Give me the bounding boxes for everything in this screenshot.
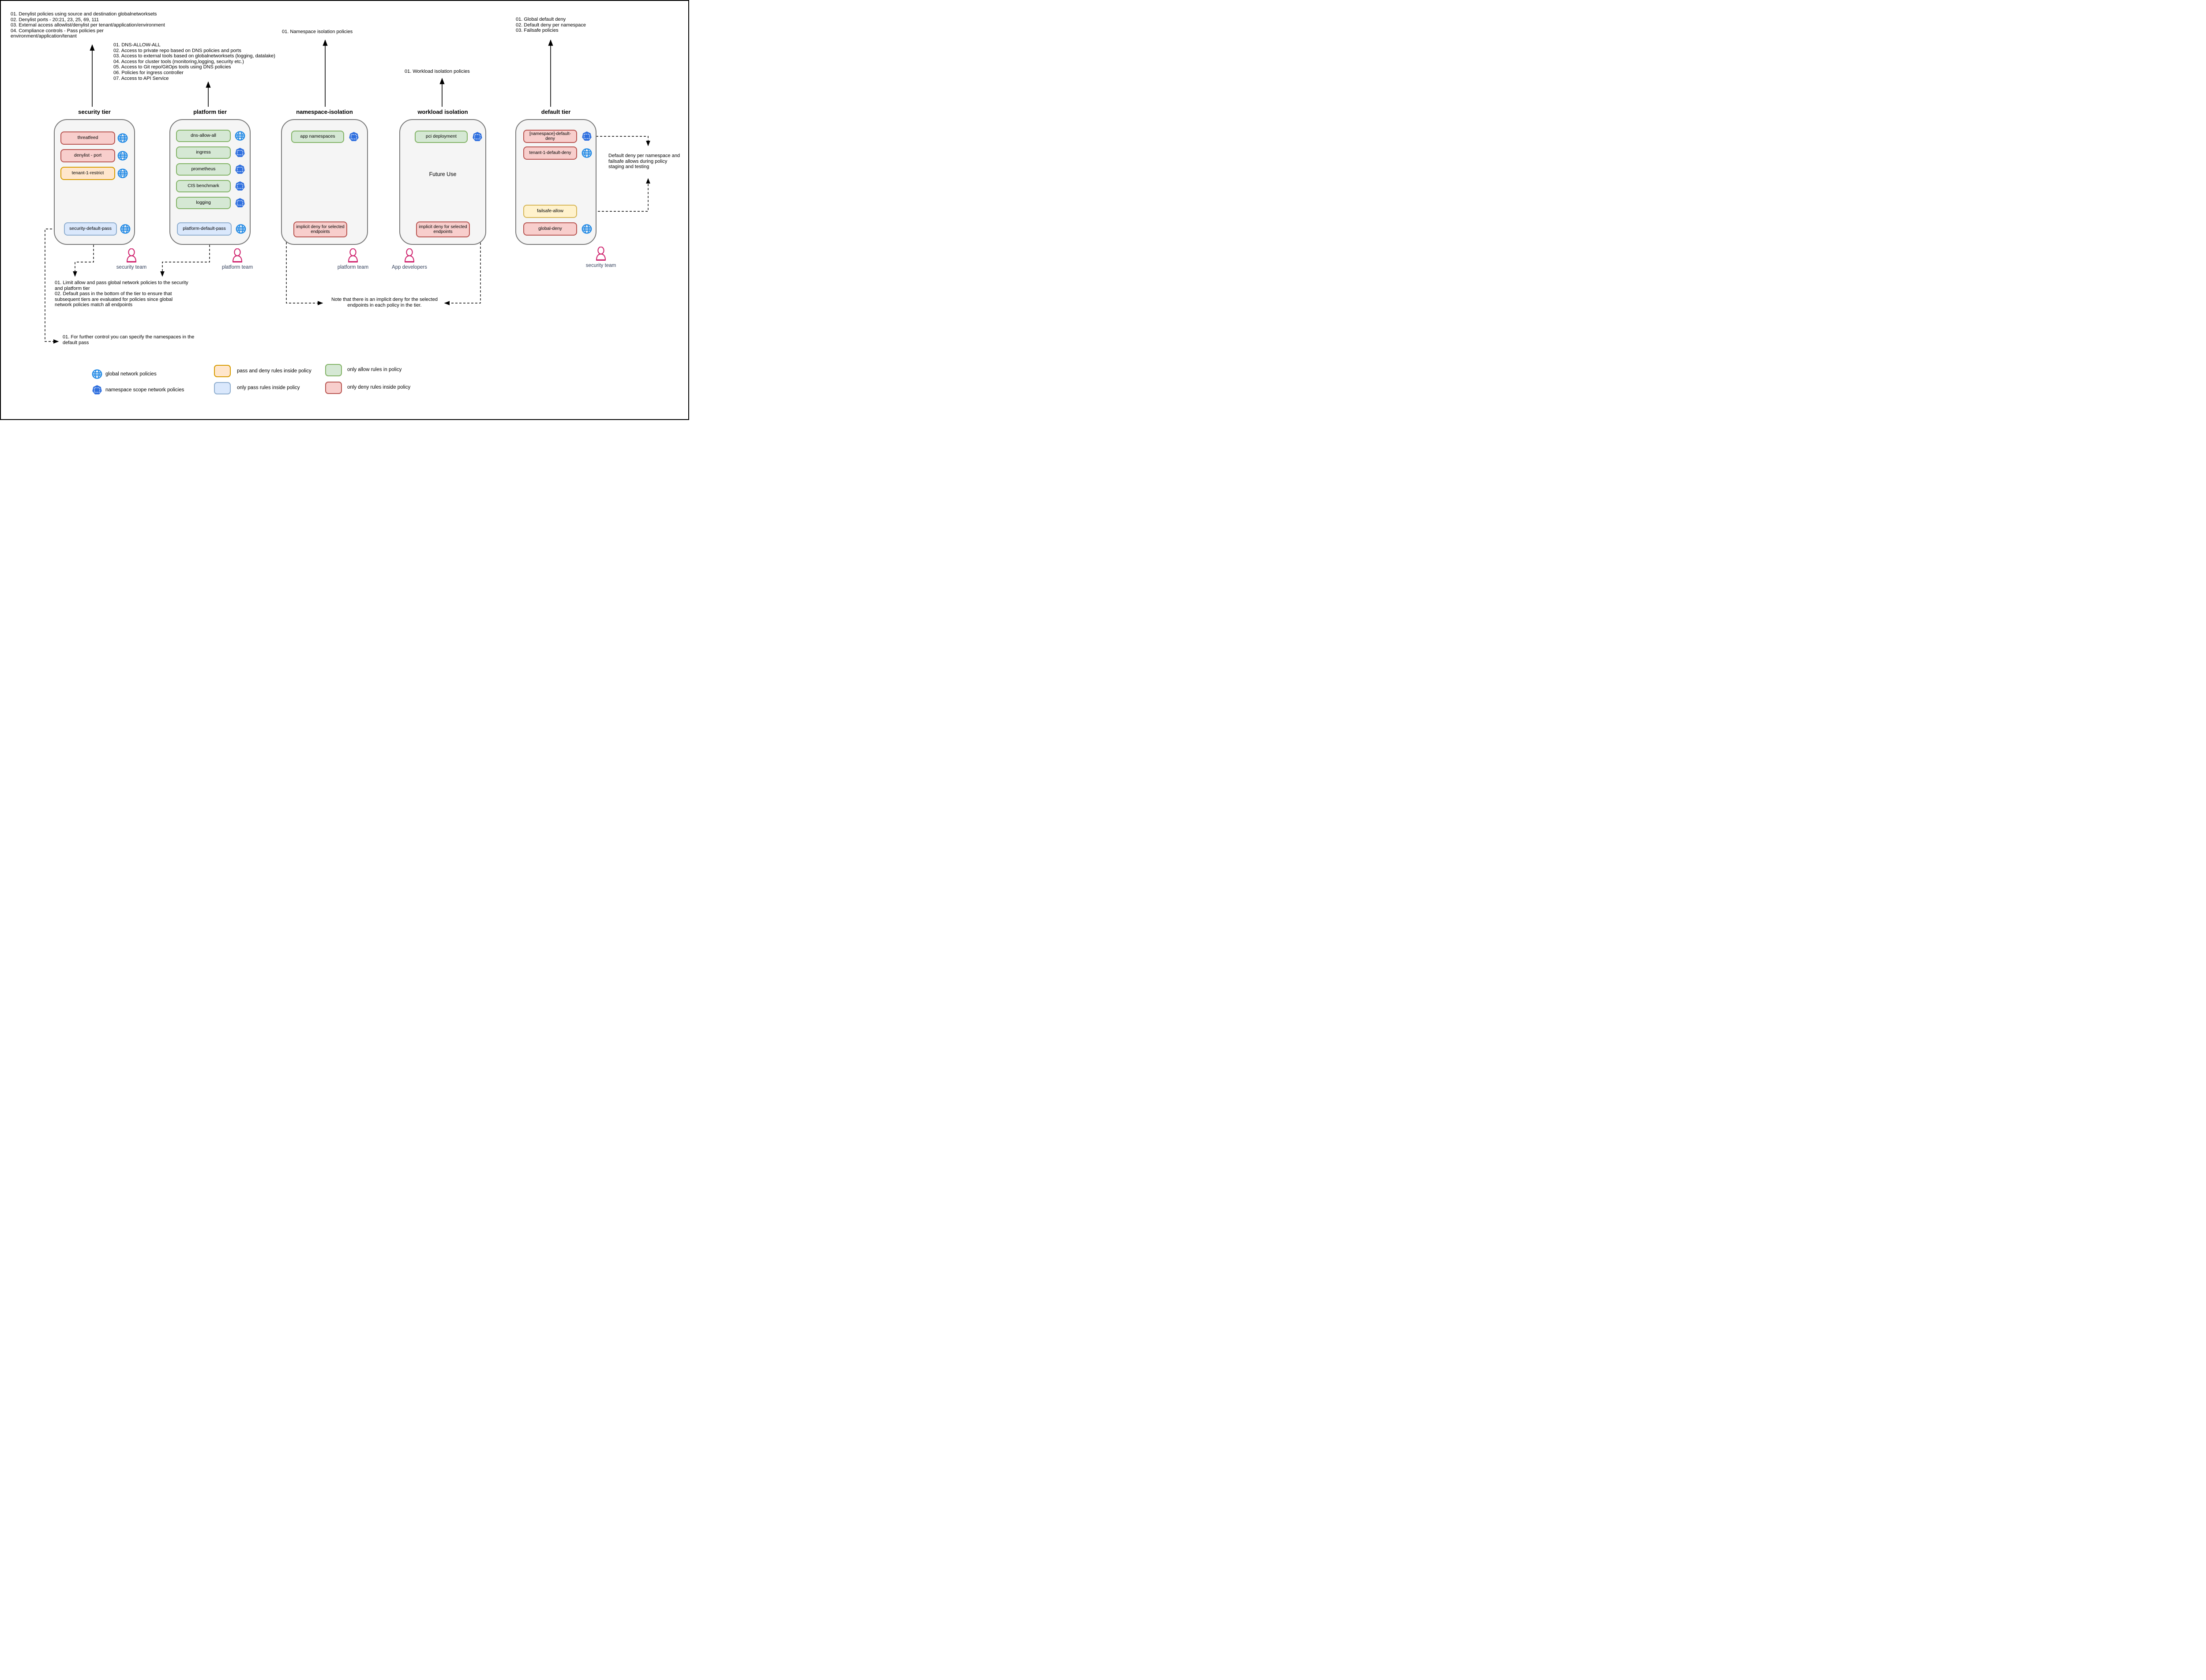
policy-platform-default-pass: platform-default-pass — [177, 222, 232, 236]
person-icon — [347, 248, 359, 262]
globe-icon — [117, 133, 128, 143]
policy-security-default-pass: security-default-pass — [64, 222, 117, 236]
policy-tenant-1-default-deny: tenant-1-default-deny — [523, 146, 577, 160]
globe-icon — [236, 224, 246, 234]
policy-global-deny: global-deny — [523, 222, 577, 236]
policy-implicit-deny-workload: implicit deny for selected endpoints — [416, 221, 470, 237]
person-icon — [232, 248, 243, 262]
policy-prometheus: prometheus — [176, 163, 231, 176]
policy-logging: logging — [176, 197, 231, 209]
namespace-icon — [235, 164, 245, 175]
namespace-icon — [235, 181, 245, 191]
namespace-tier-note: 01. Namespace isolation policies — [282, 29, 353, 34]
legend-only-deny-swatch — [325, 382, 342, 394]
legend-global-label: global network policies — [105, 371, 157, 377]
platform-tier-notes: 01. DNS-ALLOW-ALL 02. Access to private … — [113, 42, 275, 81]
policy-failsafe-allow: failsafe-allow — [523, 205, 577, 218]
namespace-icon — [235, 147, 245, 158]
legend-only-pass-swatch — [214, 382, 231, 394]
policy-threatfeed: threatfeed — [60, 131, 115, 145]
legend-only-pass-label: only pass rules inside policy — [237, 385, 300, 390]
policy-tenant-1-restrict: tenant-1-restrict — [60, 167, 115, 180]
team-label-security-1: security team — [116, 265, 147, 270]
policy-namespace-default-deny: [namespace]-default-deny — [523, 130, 577, 143]
tiered-network-policy-diagram: 01. Denylist policies using source and d… — [0, 0, 689, 420]
team-label-platform-2: platform team — [337, 265, 369, 270]
legend-namespace-label: namespace scope network policies — [105, 387, 184, 393]
namespace-icon — [349, 131, 359, 142]
namespace-icon — [92, 385, 102, 395]
legend-pass-deny-swatch — [214, 365, 231, 377]
globe-icon — [117, 150, 128, 161]
security-tier-title: security tier — [78, 109, 111, 115]
legend-pass-deny-label: pass and deny rules inside policy — [237, 368, 311, 374]
person-icon — [404, 248, 415, 262]
namespace-default-deny-connector — [592, 136, 650, 146]
platform-tier-title: platform tier — [193, 109, 227, 115]
legend-only-allow-label: only allow rules in policy — [347, 367, 402, 372]
policy-denylist-port: denylist - port — [60, 149, 115, 162]
globe-icon — [120, 224, 131, 234]
legend-only-deny-label: only deny rules inside policy — [347, 385, 411, 390]
security-bottom-connector — [73, 245, 94, 277]
globe-icon — [92, 369, 102, 379]
policy-cis-benchmark: CIS benchmark — [176, 180, 231, 192]
default-tier-notes: 01. Global default deny 02. Default deny… — [516, 17, 586, 34]
default-tier-title: default tier — [541, 109, 571, 115]
platform-bottom-connector — [160, 245, 210, 277]
implicit-deny-note: Note that there is an implicit deny for … — [331, 297, 438, 308]
workload-tier-title: workload isolation — [417, 109, 468, 115]
namespace-icon — [235, 198, 245, 208]
policy-implicit-deny-namespace: implicit deny for selected endpoints — [293, 221, 347, 237]
default-deny-note: Default deny per namespace and failsafe … — [608, 153, 680, 170]
policy-dns-allow-all: dns-allow-all — [176, 130, 231, 142]
globe-icon — [235, 131, 245, 141]
future-use-label: Future Use — [429, 171, 457, 177]
security-tier-notes: 01. Denylist policies using source and d… — [11, 11, 165, 39]
further-control-note: 01. For further control you can specify … — [63, 334, 195, 345]
workload-tier-note: 01. Workload isolation policies — [405, 69, 470, 74]
team-label-app-developers: App developers — [392, 265, 427, 270]
namespace-icon — [582, 131, 592, 142]
globe-icon — [582, 148, 592, 158]
globe-icon — [582, 224, 592, 234]
policy-pci-deployment: pci deployment — [415, 131, 468, 143]
person-icon — [595, 247, 607, 261]
team-label-security-2: security team — [585, 263, 616, 268]
namespace-tier-title: namespace-isolation — [296, 109, 353, 115]
legend-only-allow-swatch — [325, 364, 342, 376]
policy-app-namespaces: app namespaces — [291, 131, 344, 143]
limit-allow-note: 01. Limit allow and pass global network … — [55, 280, 188, 308]
globe-icon — [117, 168, 128, 179]
team-label-platform-1: platform team — [221, 265, 253, 270]
person-icon — [126, 248, 137, 262]
namespace-icon — [472, 131, 483, 142]
policy-ingress: ingress — [176, 146, 231, 159]
